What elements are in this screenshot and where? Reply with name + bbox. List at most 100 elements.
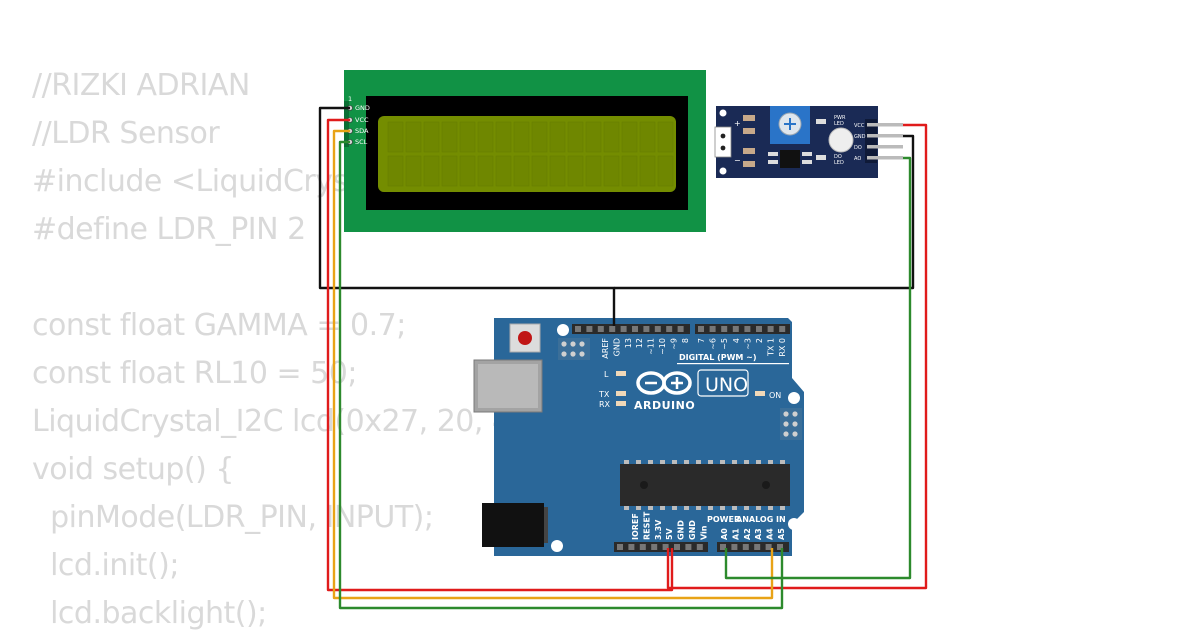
lcd-character-cell <box>657 121 674 153</box>
digital-pin-hole[interactable] <box>643 326 650 332</box>
digital-pin-hole[interactable] <box>709 326 716 332</box>
icsp2-pin <box>783 431 789 437</box>
ldr-pin-vcc[interactable] <box>867 123 903 127</box>
reset-button-icon[interactable] <box>518 331 532 345</box>
wire-sda[interactable] <box>332 129 774 600</box>
wires[interactable] <box>318 106 928 610</box>
lcd-character-cell <box>477 121 494 153</box>
digital-pin-hole[interactable] <box>767 326 774 332</box>
arduino-mount-hole <box>551 540 563 552</box>
lcd-character-cell <box>513 121 530 153</box>
power-pin-hole[interactable] <box>651 544 658 550</box>
analog-pin-hole[interactable] <box>742 544 749 550</box>
code-line: void setup() { <box>32 452 234 487</box>
analog-pin-hole[interactable] <box>765 544 772 550</box>
power-pin-label: 3.3V <box>654 519 663 540</box>
icsp-pins <box>561 341 585 357</box>
ldr-resistor <box>743 161 755 167</box>
lcd-character-cell <box>657 155 674 187</box>
chip-pin <box>720 460 725 464</box>
lcd-character-cell <box>585 121 602 153</box>
ldr-pin-label: DO <box>854 145 862 151</box>
digital-pin-holes[interactable] <box>575 326 786 332</box>
lcd-character-grid <box>387 121 674 187</box>
power-pin-label: Vin <box>699 525 708 540</box>
digital-pin-hole[interactable] <box>744 326 751 332</box>
power-pin-hole[interactable] <box>639 544 646 550</box>
digital-pin-hole[interactable] <box>721 326 728 332</box>
arduino-mount-hole <box>788 392 800 404</box>
digital-pin-label: 13 <box>624 338 633 348</box>
ldr-pin-gnd[interactable] <box>867 134 903 138</box>
on-led <box>755 391 765 396</box>
chip-pin <box>672 506 677 510</box>
analog-pin-hole[interactable] <box>754 544 761 550</box>
code-line: const float GAMMA = 0.7; <box>32 308 406 343</box>
chip-notch <box>640 481 648 489</box>
ldr-chip-pin <box>768 160 778 164</box>
chip-pin <box>672 460 677 464</box>
wire-gnd-ldr[interactable] <box>614 134 915 290</box>
ldr-pin-do[interactable] <box>867 145 903 149</box>
power-pin-hole[interactable] <box>685 544 692 550</box>
uno-model-label: UNO <box>705 374 748 396</box>
lcd-display[interactable]: 1 GND VCC SDA SCL <box>344 70 706 232</box>
digital-pin-hole[interactable] <box>575 326 581 332</box>
digital-pin-hole[interactable] <box>756 326 762 332</box>
digital-pin-hole[interactable] <box>609 326 616 332</box>
code-line: lcd.backlight(); <box>32 596 267 630</box>
digital-label-underline <box>677 363 789 365</box>
digital-pin-hole[interactable] <box>597 326 604 332</box>
power-pin-hole[interactable] <box>674 544 680 550</box>
analog-pin-hole[interactable] <box>720 544 726 550</box>
lcd-character-cell <box>531 121 548 153</box>
power-pin-hole[interactable] <box>662 544 669 550</box>
ldr-resistor <box>743 115 755 121</box>
digital-pin-hole[interactable] <box>654 326 661 332</box>
analog-pin-hole[interactable] <box>731 544 738 550</box>
ldr-photoresistor-socket <box>714 126 732 158</box>
ldr-socket-pin <box>720 145 726 151</box>
digital-pin-hole[interactable] <box>666 326 673 332</box>
atmega-chip-pins <box>624 460 785 510</box>
code-line: const float RL10 = 50; <box>32 356 357 391</box>
icsp2-pin <box>792 411 798 417</box>
ldr-pin-ao[interactable] <box>867 156 903 160</box>
wire-gnd-lcd[interactable] <box>318 106 616 326</box>
power-jack-edge <box>544 507 548 543</box>
arduino-brand: ARDUINO <box>634 399 695 412</box>
analog-pin-hole[interactable] <box>777 544 783 550</box>
lcd-character-cell <box>639 121 656 153</box>
wire-scl[interactable] <box>338 140 784 610</box>
power-pin-hole[interactable] <box>617 544 623 550</box>
ldr-chip-pin <box>802 152 812 156</box>
digital-pin-hole[interactable] <box>698 326 704 332</box>
digital-pin-hole[interactable] <box>732 326 739 332</box>
bottom-pin-holes[interactable] <box>617 544 783 550</box>
digital-pin-hole[interactable] <box>586 326 593 332</box>
ldr-resistor <box>743 148 755 154</box>
lcd-character-cell <box>621 121 638 153</box>
power-jack <box>482 503 544 547</box>
power-pin-hole[interactable] <box>628 544 635 550</box>
digital-pin-label: AREF <box>601 338 610 359</box>
on-led-label: ON <box>769 391 781 400</box>
ldr-minus-label: − <box>734 156 741 165</box>
ldr-pin-label: AO <box>854 156 861 162</box>
power-pin-label: GND <box>677 520 686 540</box>
wire-vcc-lcd[interactable] <box>326 118 674 592</box>
digital-pin-hole[interactable] <box>620 326 627 332</box>
digital-pin-hole[interactable] <box>779 326 786 332</box>
wire-vcc-ldr[interactable] <box>666 123 928 590</box>
chip-pin <box>780 506 785 510</box>
power-pin-hole[interactable] <box>696 544 703 550</box>
ldr-smd-component <box>816 155 826 160</box>
wire-ao[interactable] <box>724 156 912 580</box>
digital-pin-hole[interactable] <box>677 326 684 332</box>
digital-pin-hole[interactable] <box>632 326 638 332</box>
digital-pwm-label: DIGITAL (PWM ~) <box>679 353 757 362</box>
